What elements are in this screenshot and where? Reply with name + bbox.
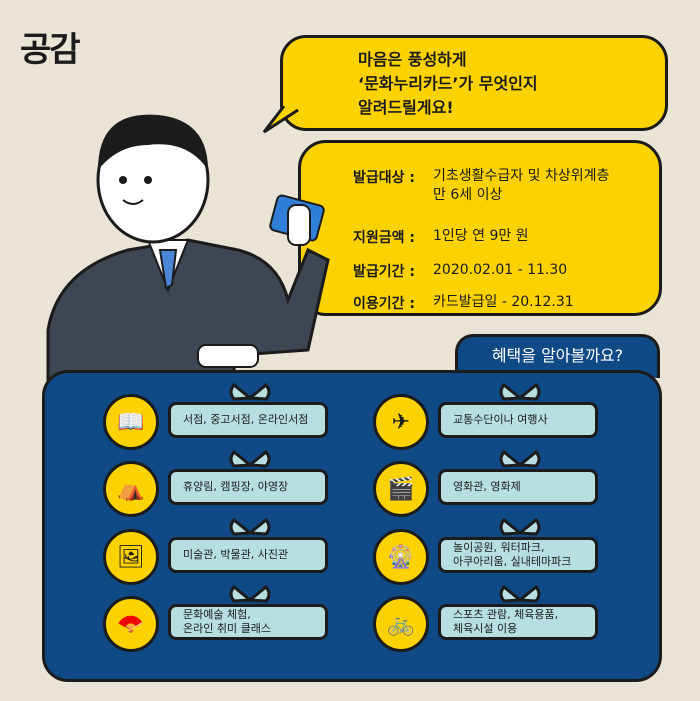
benefit-label: 스포츠 관람, 체육용품, 체육시설 이용: [438, 604, 598, 640]
benefit-label: 교통수단이나 여행사: [438, 402, 598, 438]
benefit-label: 미술관, 박물관, 사진관: [168, 537, 328, 573]
bubble-line-3: 알려드릴게요!: [358, 98, 454, 117]
info-value: 기초생활수급자 및 차상위계층 만 6세 이상: [433, 168, 610, 203]
camping-icon: ⛺: [103, 461, 159, 517]
info-row-use-period: 이용기간 : 카드발급일 - 20.12.31: [353, 293, 574, 313]
benefit-label: 영화관, 영화제: [438, 469, 598, 505]
ribbon-bow-icon: [229, 449, 271, 468]
benefit-item: 📖 서점, 중고서점, 온라인서점: [103, 382, 343, 450]
info-row-target: 발급대상 : 기초생활수급자 및 차상위계층 만 6세 이상: [353, 167, 609, 205]
ribbon-bow-icon: [229, 584, 271, 603]
benefit-label: 서점, 중고서점, 온라인서점: [168, 402, 328, 438]
ribbon-bow-icon: [499, 449, 541, 468]
info-row-amount: 지원금액 : 1인당 연 9만 원: [353, 227, 529, 247]
benefit-item: ⛺ 휴양림, 캠핑장, 야영장: [103, 449, 343, 517]
logo: 공감: [20, 30, 81, 70]
info-key: 발급대상 :: [353, 170, 415, 186]
ribbon-bow-icon: [499, 382, 541, 401]
bubble-line-2: ‘문화누리카드’가 무엇인지: [358, 74, 538, 93]
benefit-label: 놀이공원, 워터파크, 아쿠아리움, 실내테마파크: [438, 537, 598, 573]
picture-icon: 🖼: [103, 529, 159, 585]
bicycle-icon: 🚲: [373, 596, 429, 652]
info-row-issue-period: 발급기간 : 2020.02.01 - 11.30: [353, 261, 567, 281]
bubble-tail: [262, 106, 299, 134]
ribbon-bow-icon: [229, 382, 271, 401]
benefit-item: 🚲 스포츠 관람, 체육용품, 체육시설 이용: [373, 584, 613, 652]
benefit-item: ✈ 교통수단이나 여행사: [373, 382, 613, 450]
benefit-item: 🪭 문화예술 체험, 온라인 취미 클래스: [103, 584, 343, 652]
info-box: 발급대상 : 기초생활수급자 및 차상위계층 만 6세 이상 지원금액 : 1인당 …: [298, 140, 662, 316]
bubble-line-1: 마음은 풍성하게: [358, 50, 467, 69]
ribbon-bow-icon: [229, 517, 271, 536]
clapperboard-icon: 🎬: [373, 461, 429, 517]
benefit-label: 휴양림, 캠핑장, 야영장: [168, 469, 328, 505]
info-key: 이용기간 :: [353, 296, 415, 312]
info-value: 1인당 연 9만 원: [433, 228, 529, 244]
ribbon-bow-icon: [499, 584, 541, 603]
benefit-item: 🎡 놀이공원, 워터파크, 아쿠아리움, 실내테마파크: [373, 517, 613, 585]
benefit-item: 🎬 영화관, 영화제: [373, 449, 613, 517]
info-key: 지원금액 :: [353, 230, 415, 246]
benefit-item: 🖼 미술관, 박물관, 사진관: [103, 517, 343, 585]
speech-bubble: 마음은 풍성하게 ‘문화누리카드’가 무엇인지 알려드릴게요!: [280, 35, 668, 131]
book-icon: 📖: [103, 394, 159, 450]
ferris-wheel-icon: 🎡: [373, 529, 429, 585]
benefit-label: 문화예술 체험, 온라인 취미 클래스: [168, 604, 328, 640]
airplane-icon: ✈: [373, 394, 429, 450]
character-illustration: [46, 114, 330, 390]
fan-icon: 🪭: [103, 596, 159, 652]
info-value: 2020.02.01 - 11.30: [433, 262, 568, 278]
ribbon-bow-icon: [499, 517, 541, 536]
info-key: 발급기간 :: [353, 264, 415, 280]
info-value: 카드발급일 - 20.12.31: [433, 294, 574, 310]
